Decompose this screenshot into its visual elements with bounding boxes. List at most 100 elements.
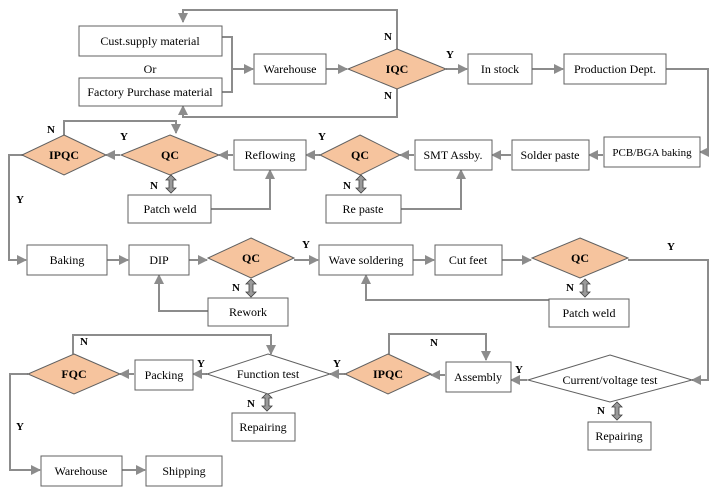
label-fqc-n: N (80, 336, 88, 348)
label-qc-reflow-y: Y (120, 131, 128, 143)
label-qc-dip-n: N (232, 282, 240, 294)
node-patch-weld-2-label: Patch weld (563, 306, 616, 320)
node-repairing-2: Repairing (231, 412, 296, 442)
node-qc-smt: QC (318, 134, 402, 176)
node-ipqc-2: IPQC (343, 353, 433, 395)
node-production-dept: Production Dept. (563, 53, 667, 85)
node-repairing-1: Repairing (587, 421, 652, 451)
edge-qc-to-test (628, 259, 709, 385)
node-qc-reflow-label: QC (161, 148, 179, 162)
node-cut-feet-label: Cut feet (449, 253, 488, 267)
edge-ipqc-to-baking (8, 154, 27, 265)
node-cust-supply-label: Cust.supply material (100, 34, 200, 48)
node-warehouse-out: Warehouse (40, 455, 123, 487)
edge-repaste-to-smt (401, 169, 466, 210)
label-function-n: N (247, 398, 255, 410)
decision-labels: N N Y Y N Y N N Y Y N Y N Y N N Y Y N N … (16, 31, 675, 433)
node-patch-weld-2: Patch weld (548, 298, 630, 328)
node-function-test: Function test (205, 353, 332, 395)
node-cust-supply: Cust.supply material (78, 25, 223, 57)
label-ipqc1-n: N (47, 124, 55, 136)
label-qc-cut-y: Y (667, 241, 675, 253)
node-in-stock-label: In stock (481, 62, 519, 76)
node-wave-soldering: Wave soldering (318, 244, 414, 276)
node-solder-paste: Solder paste (511, 139, 590, 171)
node-qc-dip: QC (206, 237, 296, 279)
label-iqc-n-top: N (384, 31, 392, 43)
node-cut-feet: Cut feet (434, 244, 503, 276)
node-dip-label: DIP (149, 253, 169, 267)
edge-patchweld-to-reflow (211, 169, 275, 210)
node-reflowing-label: Reflowing (245, 148, 296, 162)
node-assembly-label: Assembly (454, 370, 502, 384)
node-factory-purchase-label: Factory Purchase material (87, 85, 213, 99)
label-iqc-n-bottom: N (384, 90, 392, 102)
edge-rework-to-dip (154, 274, 208, 312)
edge-patchweld2-to-wave (361, 274, 549, 301)
node-warehouse-out-label: Warehouse (54, 464, 107, 478)
label-fqc-y: Y (16, 421, 24, 433)
double-arrow-smt-qc (355, 174, 367, 194)
node-function-test-label: Function test (237, 367, 300, 381)
node-solder-paste-label: Solder paste (521, 148, 580, 162)
label-test-y: Y (515, 364, 523, 376)
node-baking: Baking (26, 244, 108, 276)
node-wave-soldering-label: Wave soldering (329, 253, 404, 267)
label-qc-reflow-n: N (150, 180, 158, 192)
node-smt-assby: SMT Assby. (414, 139, 493, 171)
node-reflowing: Reflowing (233, 139, 307, 171)
edge-factory-to-warehouse (222, 69, 233, 93)
edge-ipqc-n-loop (63, 120, 181, 135)
node-smt-assby-label: SMT Assby. (423, 148, 482, 162)
node-packing-label: Packing (145, 368, 184, 382)
label-qc-smt-n: N (343, 180, 351, 192)
node-baking-label: Baking (50, 253, 85, 267)
node-qc-cut: QC (530, 237, 630, 279)
node-repairing-1-label: Repairing (595, 429, 642, 443)
node-qc-reflow: QC (119, 134, 221, 176)
double-arrow-reflow-qc (165, 174, 177, 194)
node-shipping-label: Shipping (162, 464, 205, 478)
node-packing: Packing (134, 359, 194, 391)
node-re-paste: Re paste (325, 194, 402, 224)
node-ipqc-2-label: IPQC (373, 367, 403, 381)
node-dip: DIP (128, 244, 190, 276)
double-arrow-dip-qc (245, 278, 257, 298)
node-qc-smt-label: QC (351, 148, 369, 162)
node-ipqc-1: IPQC (20, 134, 108, 176)
edge-iqc-n-top (178, 9, 398, 49)
node-iqc-label: IQC (386, 62, 409, 76)
node-repairing-2-label: Repairing (239, 420, 286, 434)
label-ipqc2-n: N (430, 337, 438, 349)
edge-fqc-n-loop (72, 334, 276, 355)
label-function-y: Y (197, 358, 205, 370)
connectors (8, 9, 709, 475)
node-current-voltage-test: Current/voltage test (526, 354, 694, 403)
node-patch-weld-1: Patch weld (127, 194, 212, 224)
edge-iqc-n-bottom (178, 89, 398, 118)
label-qc-smt-y: Y (318, 131, 326, 143)
node-fqc: FQC (26, 353, 122, 395)
label-qc-dip-y: Y (302, 239, 310, 251)
double-arrows (165, 174, 623, 421)
node-iqc: IQC (346, 48, 448, 90)
node-patch-weld-1-label: Patch weld (144, 202, 197, 216)
node-current-voltage-test-label: Current/voltage test (563, 373, 659, 387)
label-test-n: N (597, 405, 605, 417)
node-in-stock: In stock (467, 53, 533, 85)
node-rework: Rework (207, 297, 289, 327)
edge-ipqc2-n-loop (388, 333, 491, 361)
double-arrow-function-repair (261, 392, 273, 412)
label-ipqc2-y: Y (333, 358, 341, 370)
node-re-paste-label: Re paste (343, 202, 384, 216)
node-fqc-label: FQC (61, 367, 86, 381)
edge-production-to-pcb (666, 68, 709, 157)
node-warehouse-in: Warehouse (253, 53, 327, 85)
label-iqc-y: Y (446, 49, 454, 61)
label-ipqc1-y: Y (16, 194, 24, 206)
node-warehouse-in-label: Warehouse (263, 62, 316, 76)
node-pcb-baking-label: PCB/BGA baking (612, 147, 692, 159)
node-assembly: Assembly (445, 361, 512, 393)
node-shipping: Shipping (145, 455, 223, 487)
